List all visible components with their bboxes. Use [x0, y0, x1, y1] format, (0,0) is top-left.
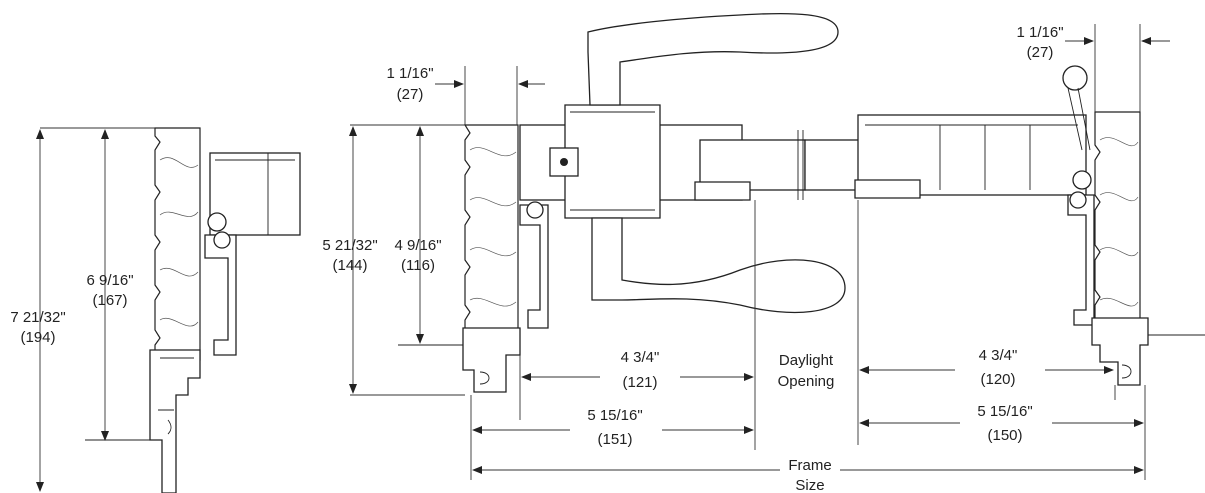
daylight-opening-line2: Opening	[778, 373, 835, 390]
dim-mid-inner-height-metric: (116)	[401, 257, 435, 274]
dim-right-top-width: 1 1/16" (27)	[1016, 24, 1170, 112]
frame-size-line2: Size	[795, 477, 824, 493]
dim-mid-outer-height-imperial: 5 21/32"	[322, 237, 377, 254]
dim-left-inner-width-metric: (121)	[622, 374, 657, 391]
dim-right-top-width-metric: (27)	[1027, 44, 1054, 61]
dim-left-outer-width-imperial: 5 15/16"	[587, 407, 642, 424]
dim-left-outer-height-imperial: 7 21/32"	[10, 309, 65, 326]
dim-left-outer-width-metric: (151)	[597, 431, 632, 448]
daylight-opening-label: Daylight Opening	[778, 352, 835, 390]
dim-right-outer-width: 5 15/16" (150)	[859, 385, 1146, 480]
dim-mid-inner-height-imperial: 4 9/16"	[394, 237, 441, 254]
dim-mid-top-width-metric: (27)	[397, 86, 424, 103]
dim-right-inner-width-imperial: 4 3/4"	[979, 347, 1018, 364]
dim-left-outer-height-metric: (194)	[20, 329, 55, 346]
dim-right-outer-width-metric: (150)	[987, 427, 1022, 444]
dim-mid-outer-height-metric: (144)	[332, 257, 367, 274]
daylight-opening-line1: Daylight	[779, 352, 834, 369]
dim-right-inner-width: 4 3/4" (120)	[857, 200, 1116, 445]
dim-frame-size: Frame Size	[472, 455, 1144, 493]
sash-with-lever-handle	[519, 12, 861, 314]
dim-left-inner-width: 4 3/4" (121)	[519, 200, 756, 450]
dim-left-outer-width: 5 15/16" (151)	[470, 395, 754, 480]
dim-left-inner-width-imperial: 4 3/4"	[621, 349, 660, 366]
dim-right-top-width-imperial: 1 1/16"	[1016, 24, 1063, 41]
dim-mid-inner-height: 4 9/16" (116)	[394, 126, 442, 344]
dim-left-inner-height-imperial: 6 9/16"	[86, 272, 133, 289]
left-jamb-section	[85, 127, 301, 493]
dim-mid-top-width: 1 1/16" (27)	[386, 65, 545, 125]
dim-mid-outer-height: 5 21/32" (144)	[322, 124, 465, 396]
dim-right-outer-width-imperial: 5 15/16"	[977, 403, 1032, 420]
frame-size-line1: Frame	[788, 457, 831, 474]
dim-mid-top-width-imperial: 1 1/16"	[386, 65, 433, 82]
right-sash-section	[854, 65, 1205, 386]
dim-left-inner-height: 6 9/16" (167)	[86, 129, 134, 441]
dim-right-inner-width-metric: (120)	[980, 371, 1015, 388]
dim-left-inner-height-metric: (167)	[92, 292, 127, 309]
dim-left-outer-height: 7 21/32" (194)	[10, 127, 155, 492]
